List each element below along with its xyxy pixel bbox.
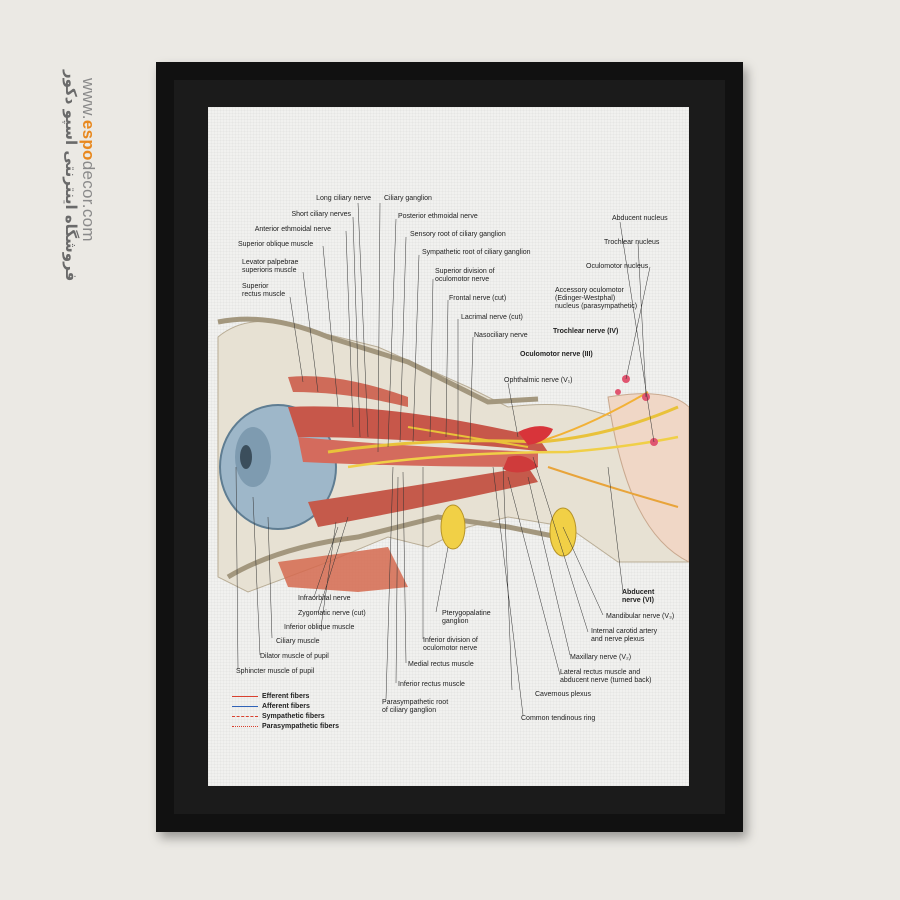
label-sphincter-muscle-pupil: Sphincter muscle of pupil xyxy=(236,668,315,675)
fiber-legend: Efferent fibers Afferent fibers Sympathe… xyxy=(232,691,339,731)
label-oculomotor-nucleus: Oculomotor nucleus xyxy=(586,263,649,270)
watermark-url-prefix: www. xyxy=(79,78,98,120)
label-sympathetic-root-ciliary-ganglion: Sympathetic root of ciliary ganglion xyxy=(422,249,531,256)
label-lateral-rectus-abducent: Lateral rectus muscle and abducent nerve… xyxy=(560,669,652,684)
watermark-url: www.espodecor.com xyxy=(78,78,98,242)
label-abducent-nerve: Abducent nerve (VI) xyxy=(622,589,655,604)
legend-item-afferent: Afferent fibers xyxy=(232,701,339,711)
legend-item-parasympathetic: Parasympathetic fibers xyxy=(232,721,339,731)
label-anterior-ethmoidal-nerve: Anterior ethmoidal nerve xyxy=(254,226,331,233)
label-long-ciliary-nerve: Long ciliary nerve xyxy=(316,195,371,202)
watermark-url-accent: espo xyxy=(79,119,98,161)
label-cavernous-plexus: Cavernous plexus xyxy=(535,691,592,698)
label-lacrimal-nerve: Lacrimal nerve (cut) xyxy=(461,314,523,321)
label-mandibular-nerve: Mandibular nerve (V₃) xyxy=(606,613,675,620)
label-levator-palpebrae: Levator palpebrae superioris muscle xyxy=(242,259,299,274)
legend-label-sympathetic: Sympathetic fibers xyxy=(262,712,325,720)
label-medial-rectus-muscle: Medial rectus muscle xyxy=(408,661,474,668)
label-pterygopalatine-ganglion: Pterygopalatine ganglion xyxy=(442,610,491,625)
label-superior-division-oculomotor: Superior division of oculomotor nerve xyxy=(435,268,495,283)
label-superior-rectus-muscle: Superior rectus muscle xyxy=(242,283,286,298)
label-dilator-muscle-pupil: Dilator muscle of pupil xyxy=(260,653,329,660)
label-common-tendinous-ring: Common tendinous ring xyxy=(521,715,596,722)
label-ophthalmic-nerve: Ophthalmic nerve (V₁) xyxy=(504,377,573,384)
label-zygomatic-nerve: Zygomatic nerve (cut) xyxy=(298,610,366,617)
legend-item-efferent: Efferent fibers xyxy=(232,691,339,701)
label-sensory-root-ciliary-ganglion: Sensory root of ciliary ganglion xyxy=(410,231,506,238)
legend-label-efferent: Efferent fibers xyxy=(262,692,310,700)
legend-swatch-sympathetic xyxy=(232,715,258,717)
label-maxillary-nerve: Maxillary nerve (V₂) xyxy=(570,654,632,661)
label-infraorbital-nerve: Infraorbital nerve xyxy=(298,595,351,602)
label-trochlear-nerve: Trochlear nerve (IV) xyxy=(553,328,619,335)
legend-item-sympathetic: Sympathetic fibers xyxy=(232,711,339,721)
legend-swatch-efferent xyxy=(232,695,258,697)
anatomy-canvas-print: Long ciliary nerve Short ciliary nerves … xyxy=(208,107,689,786)
watermark-url-suffix: decor.com xyxy=(79,160,98,242)
label-ciliary-ganglion: Ciliary ganglion xyxy=(384,195,432,202)
label-inferior-rectus-muscle: Inferior rectus muscle xyxy=(398,681,465,688)
legend-swatch-parasympathetic xyxy=(232,725,258,727)
label-nasociliary-nerve: Nasociliary nerve xyxy=(474,332,528,339)
label-abducent-nucleus: Abducent nucleus xyxy=(612,215,668,222)
legend-label-parasympathetic: Parasympathetic fibers xyxy=(262,722,340,730)
label-inferior-oblique-muscle: Inferior oblique muscle xyxy=(284,624,355,631)
label-frontal-nerve: Frontal nerve (cut) xyxy=(449,295,507,302)
label-ciliary-muscle: Ciliary muscle xyxy=(276,638,320,645)
legend-label-afferent: Afferent fibers xyxy=(262,702,310,710)
label-posterior-ethmoidal-nerve: Posterior ethmoidal nerve xyxy=(398,213,478,220)
label-oculomotor-nerve: Oculomotor nerve (III) xyxy=(520,351,593,358)
eye-nerve-illustration xyxy=(217,202,689,716)
label-accessory-oculomotor-nucleus: Accessory oculomotor (Edinger-Westphal) … xyxy=(555,287,638,310)
label-superior-oblique-muscle: Superior oblique muscle xyxy=(238,241,314,248)
label-inferior-division-oculomotor: Inferior division of oculomotor nerve xyxy=(423,637,478,652)
label-trochlear-nucleus: Trochlear nucleus xyxy=(604,239,660,246)
store-watermark: فروشگاه اینترنتی اسپو دکور www.espodecor… xyxy=(18,70,98,281)
legend-swatch-afferent xyxy=(232,705,258,707)
label-internal-carotid-artery: Internal carotid artery and nerve plexus xyxy=(591,628,658,643)
label-parasympathetic-root: Parasympathetic root of ciliary ganglion xyxy=(382,699,449,714)
picture-frame: Long ciliary nerve Short ciliary nerves … xyxy=(156,62,743,832)
label-short-ciliary-nerves: Short ciliary nerves xyxy=(291,211,351,218)
